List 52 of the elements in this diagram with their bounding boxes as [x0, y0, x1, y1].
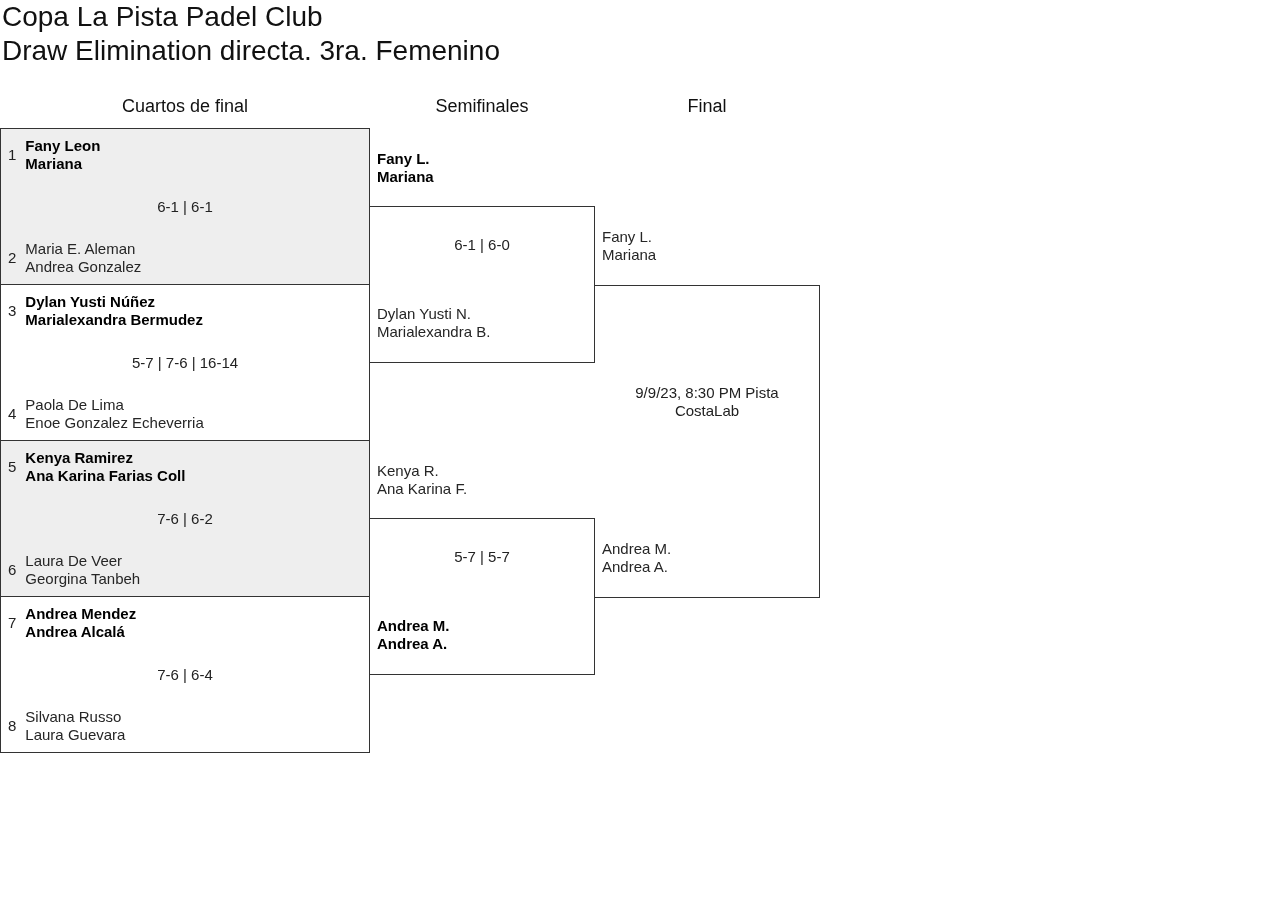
match-box: [0, 128, 370, 285]
player-name: Fany Leon: [25, 137, 101, 155]
player-name: Dylan Yusti N.: [377, 305, 471, 323]
match-score: 7-6 | 6-4: [157, 665, 213, 684]
player-name: Fany L.: [377, 149, 430, 168]
column-heading: Final: [687, 96, 727, 117]
player-name: Andrea M.: [377, 617, 450, 635]
player-name: Andrea M.: [602, 540, 672, 558]
player-name: Marialexandra B.: [377, 323, 491, 341]
seed-number: 2: [8, 249, 17, 267]
title: Copa La Pista Padel Club: [2, 0, 323, 34]
seed-number: 4: [8, 405, 17, 423]
match-schedule: 9/9/23, 8:30 PM Pista CostaLab: [634, 384, 780, 420]
player-name: Enoe Gonzalez Echeverria: [25, 414, 204, 432]
seed-number: 5: [8, 458, 17, 476]
player-name: Mariana: [602, 246, 657, 264]
match-score: 6-1 | 6-1: [157, 197, 213, 216]
player-name: Kenya Ramirez: [25, 449, 133, 467]
player-name: Laura De Veer: [25, 552, 123, 570]
player-name: Dylan Yusti Núñez: [25, 293, 156, 311]
column-heading: Cuartos de final: [121, 96, 249, 117]
player-name: Ana Karina F.: [377, 479, 468, 498]
match-score: 7-6 | 6-2: [157, 509, 213, 528]
match-box: [0, 596, 370, 753]
seed-number: 8: [8, 717, 17, 735]
player-name: Marialexandra Bermudez: [25, 311, 203, 329]
player-name: Ana Karina Farias Coll: [25, 467, 186, 485]
player-name: Andrea Gonzalez: [25, 258, 142, 276]
seed-number: 6: [8, 561, 17, 579]
match-score: 6-1 | 6-0: [454, 236, 510, 254]
player-name: Maria E. Aleman: [25, 240, 136, 258]
seed-number: 1: [8, 146, 17, 164]
player-name: Laura Guevara: [25, 726, 126, 744]
subtitle: Draw Elimination directa. 3ra. Femenino: [2, 34, 500, 68]
player-name: Georgina Tanbeh: [25, 570, 141, 588]
player-name: Paola De Lima: [25, 396, 124, 414]
player-name: Fany L.: [602, 228, 653, 246]
player-name: Mariana: [377, 167, 434, 186]
match-score: 5-7 | 7-6 | 16-14: [131, 353, 239, 372]
match-box: [0, 440, 370, 597]
player-name: Mariana: [25, 155, 83, 173]
player-name: Andrea A.: [377, 635, 448, 653]
match-box: [0, 284, 370, 441]
player-name: Andrea Mendez: [25, 605, 137, 623]
seed-number: 7: [8, 614, 17, 632]
player-name: Kenya R.: [377, 461, 439, 480]
seed-number: 3: [8, 302, 17, 320]
player-name: Silvana Russo: [25, 708, 122, 726]
match-score: 5-7 | 5-7: [454, 548, 510, 566]
column-heading: Semifinales: [435, 96, 529, 117]
player-name: Andrea A.: [602, 558, 668, 576]
player-name: Andrea Alcalá: [25, 623, 125, 641]
